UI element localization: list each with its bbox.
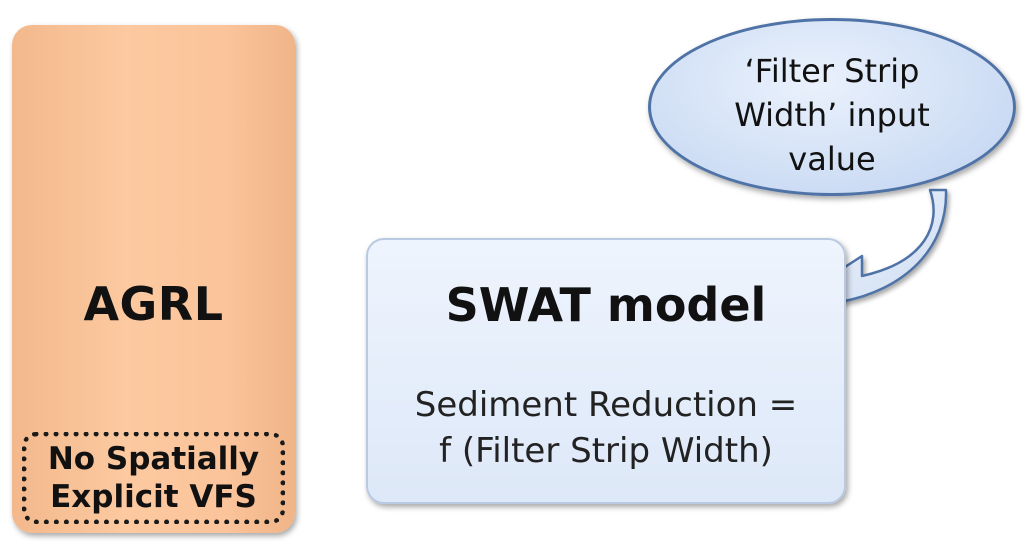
filter-strip-width-input-ellipse: ‘Filter Strip Width’ input value [648, 18, 1016, 196]
ellipse-line-2: Width’ input [734, 96, 930, 134]
sediment-reduction-equation: Sediment Reduction = f (Filter Strip Wid… [368, 382, 844, 474]
vfs-label-line-1: No Spatially [47, 441, 260, 477]
agrl-label: AGRL [83, 277, 224, 331]
equation-line-2: f (Filter Strip Width) [439, 431, 773, 471]
no-spatially-explicit-vfs-box: No Spatially Explicit VFS [22, 432, 285, 524]
swat-model-box: SWAT model Sediment Reduction = f (Filte… [366, 238, 846, 504]
agrl-box: AGRL No Spatially Explicit VFS [12, 25, 295, 533]
ellipse-line-3: value [788, 140, 876, 178]
swat-model-title: SWAT model [445, 278, 767, 332]
equation-line-1: Sediment Reduction = [414, 385, 798, 425]
vfs-label-line-2: Explicit VFS [50, 479, 257, 515]
ellipse-text: ‘Filter Strip Width’ input value [651, 49, 1013, 181]
ellipse-line-1: ‘Filter Strip [744, 52, 920, 90]
